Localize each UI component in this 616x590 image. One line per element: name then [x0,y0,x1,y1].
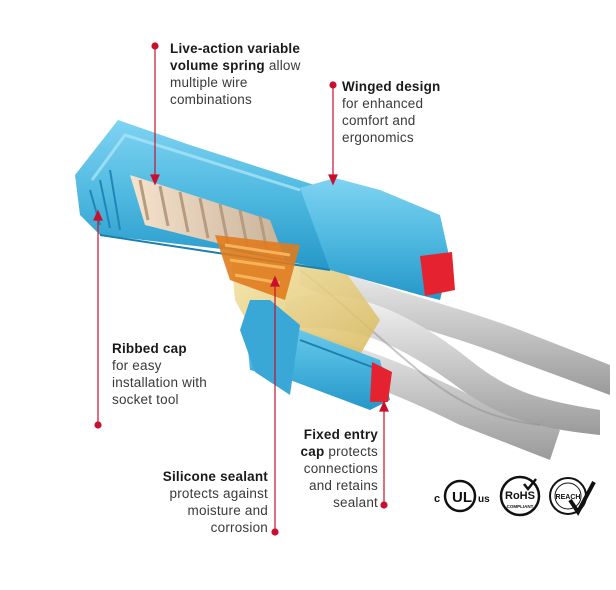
callout-ribbed: Ribbed cap for easy installation with so… [112,340,212,408]
callout-spring: Live-action variable volume spring allow… [170,40,320,108]
callout-winged: Winged design for enhanced comfort and e… [342,78,472,146]
rohs-sub-label: COMPLIANT [507,504,534,509]
lower-cap [240,300,392,410]
reach-icon: REACH [548,474,600,523]
ul-listed-icon: c UL us [432,474,496,523]
ul-us-label: us [478,494,490,505]
callout-winged-title: Winged design [342,79,441,94]
ul-c-label: c [434,493,440,505]
callout-winged-desc: for enhanced comfort and ergonomics [342,96,424,145]
leader-lines [93,42,389,536]
callout-ribbed-title: Ribbed cap [112,341,187,356]
callout-spring-title: Live-action variable volume spring [170,41,301,73]
callout-silicone-desc: protects against moisture and corrosion [169,486,268,535]
rohs-label: RoHS [505,490,535,502]
reach-label: REACH [556,494,581,501]
ul-mark-label: UL [452,489,472,506]
callout-silicone-title: Silicone sealant [162,469,268,484]
callout-spring-desc: allow multiple wire combinations [170,58,301,107]
callout-ribbed-desc: for easy installation with socket tool [112,358,207,407]
callout-fixed-title: Fixed entry cap [300,427,378,459]
spring [130,175,300,300]
callout-fixed: Fixed entry cap protects connections and… [282,426,378,511]
callout-silicone: Silicone sealant protects against moistu… [146,468,268,536]
rohs-icon: RoHS COMPLIANT [498,474,542,523]
callout-fixed-desc: protects connections and retains sealant [303,444,378,510]
